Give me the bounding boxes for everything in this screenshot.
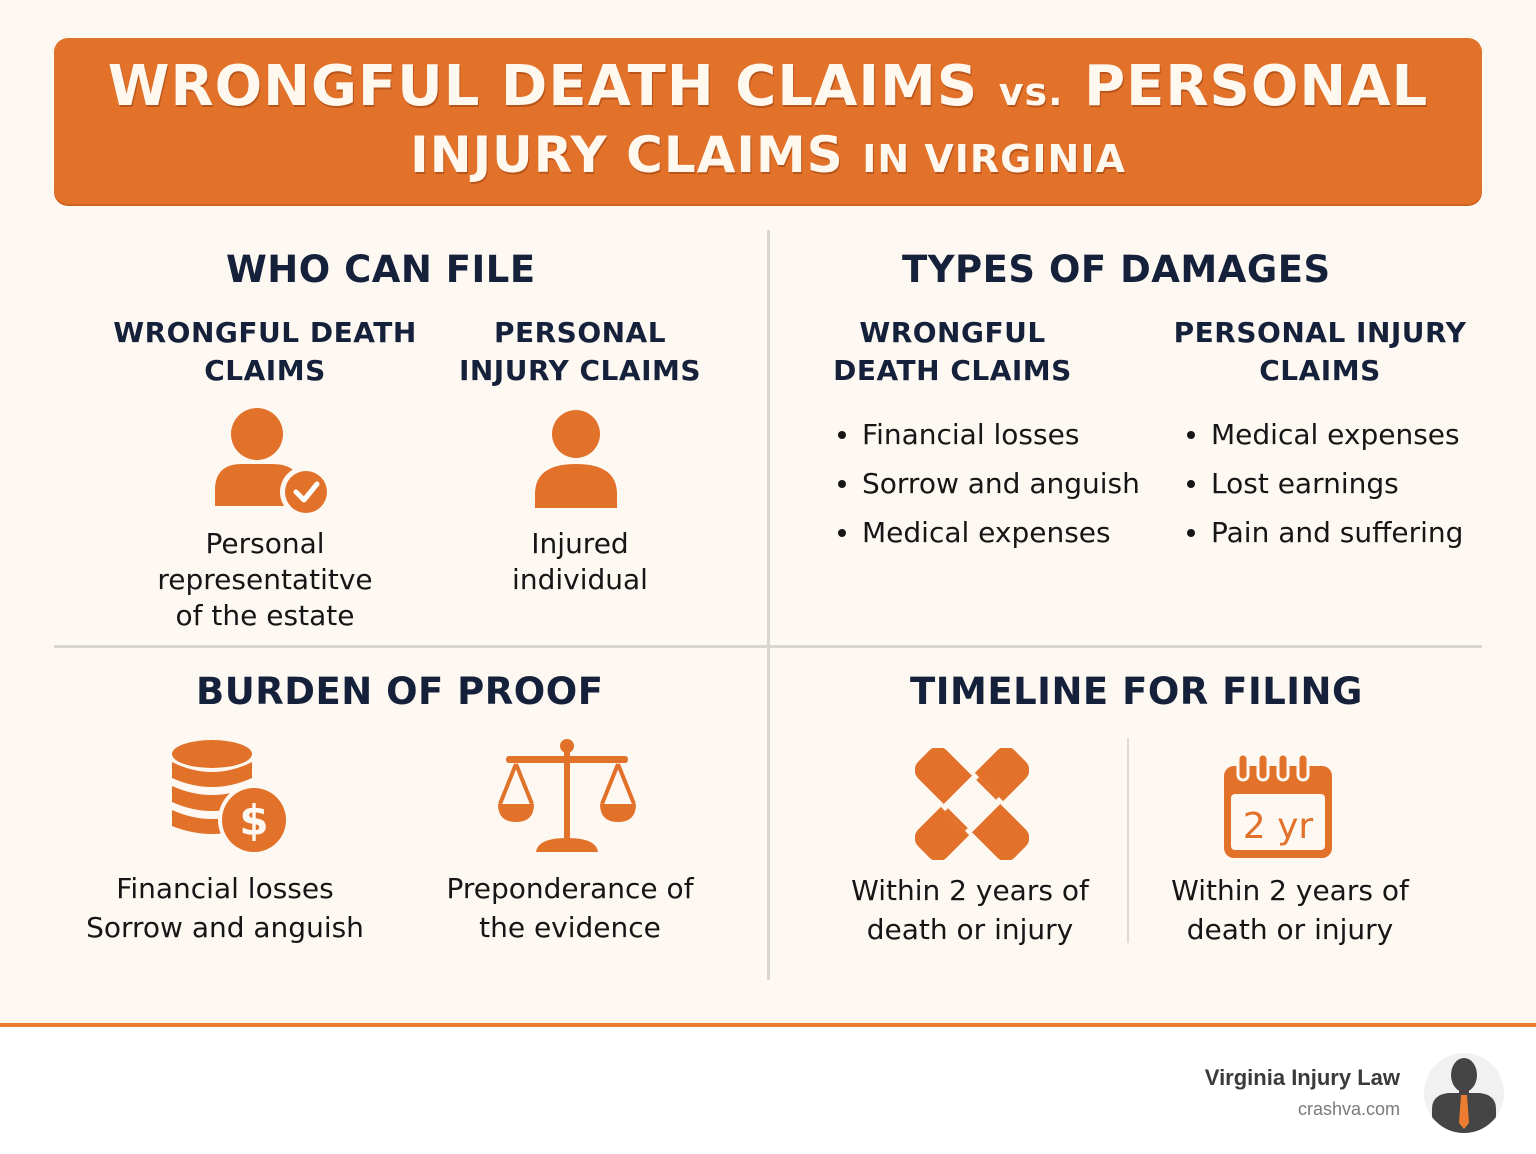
horizontal-divider [54,645,1482,648]
heading-line: DEATH CLAIMS [833,354,1072,387]
list-item-text: Financial losses [862,418,1080,451]
bullet-icon [1187,528,1195,537]
bandage-icon [915,748,1029,860]
list-item: Medical expenses [838,508,1140,557]
svg-text:$: $ [239,796,268,845]
calendar-text: 2 yr [1243,806,1314,847]
title-line-2: INJURY CLAIMS IN VIRGINIA [410,125,1126,189]
caption-line: death or injury [866,913,1074,946]
caption-line: death or injury [1186,913,1394,946]
caption-line: of the estate [175,599,355,632]
person-check-icon [215,408,332,518]
section-title-types-of-damages: TYPES OF DAMAGES [902,248,1331,291]
coins-dollar-icon: $ [172,740,290,856]
heading-line: CLAIMS [1259,354,1381,387]
heading-line: PERSONAL [493,316,667,349]
section-title-burden-of-proof: BURDEN OF PROOF [196,670,604,713]
list-item-text: Pain and suffering [1211,516,1464,549]
caption-line: individual [512,563,648,596]
who-personal-injury-heading: PERSONAL INJURY CLAIMS [440,314,720,390]
section-title-timeline: TIMELINE FOR FILING [910,670,1363,713]
burden-left-caption: Financial losses Sorrow and anguish [70,869,380,947]
bullet-icon [838,528,846,537]
list-item: Financial losses [838,410,1140,459]
title-injury-claims: INJURY CLAIMS [410,125,844,184]
heading-line: WRONGFUL DEATH [113,316,417,349]
list-item: Lost earnings [1187,459,1463,508]
caption-line: Within 2 years of [1171,874,1409,907]
caption-line: representatitve [157,563,373,596]
bullet-icon [1187,430,1195,439]
section-title-who-can-file: WHO CAN FILE [226,248,536,291]
lawyer-avatar-icon [1432,1058,1496,1133]
burden-right-caption: Preponderance of the evidence [430,869,710,947]
brand-name: Virginia Injury Law [1204,1065,1400,1090]
caption-line: Personal [205,527,325,560]
caption-line: the evidence [479,911,661,944]
list-item: Sorrow and anguish [838,459,1140,508]
caption-line: Preponderance of [446,872,694,905]
title-in-virginia: IN VIRGINIA [862,136,1126,181]
caption-line: Within 2 years of [851,874,1089,907]
heading-line: CLAIMS [204,354,326,387]
timeline-divider [1127,738,1129,943]
heading-line: INJURY CLAIMS [458,354,702,387]
timeline-right-caption: Within 2 years of death or injury [1150,871,1430,949]
heading-line: WRONGFUL [859,316,1046,349]
timeline-left-caption: Within 2 years of death or injury [830,871,1110,949]
list-item-text: Lost earnings [1211,467,1399,500]
list-item-text: Medical expenses [1211,418,1460,451]
avatar [1424,1053,1504,1133]
bullet-icon [838,430,846,439]
vertical-divider [767,230,770,980]
caption-line: Injured [531,527,629,560]
list-item-text: Sorrow and anguish [862,467,1140,500]
damages-wrongful-death-heading: WRONGFUL DEATH CLAIMS [810,314,1095,390]
heading-line: PERSONAL INJURY [1173,316,1467,349]
damages-wrongful-death-list: Financial losses Sorrow and anguish Medi… [838,410,1140,557]
who-wrongful-death-heading: WRONGFUL DEATH CLAIMS [100,314,430,390]
title-banner: WRONGFUL DEATH CLAIMS vs. PERSONAL INJUR… [54,38,1482,204]
list-item-text: Medical expenses [862,516,1111,549]
scales-of-justice-icon [498,739,636,852]
person-icon [535,410,617,508]
footer [0,1027,1536,1154]
title-line-1: WRONGFUL DEATH CLAIMS vs. PERSONAL [108,54,1429,125]
who-wrongful-death-caption: Personal representatitve of the estate [120,526,410,634]
caption-line: Sorrow and anguish [86,911,364,944]
calendar-icon: 2 yr [1224,752,1332,858]
list-item: Pain and suffering [1187,508,1463,557]
bullet-icon [838,479,846,488]
title-vs: vs. [998,69,1064,114]
caption-line: Financial losses [116,872,334,905]
title-wrongful-death: WRONGFUL DEATH CLAIMS [107,53,979,119]
footer-accent-line [0,1023,1536,1027]
title-personal: PERSONAL [1084,53,1429,119]
damages-personal-injury-list: Medical expenses Lost earnings Pain and … [1187,410,1463,557]
damages-personal-injury-heading: PERSONAL INJURY CLAIMS [1160,314,1480,390]
list-item: Medical expenses [1187,410,1463,459]
bullet-icon [1187,479,1195,488]
brand-url[interactable]: crashva.com [1297,1099,1400,1119]
who-personal-injury-caption: Injured individual [460,526,700,598]
